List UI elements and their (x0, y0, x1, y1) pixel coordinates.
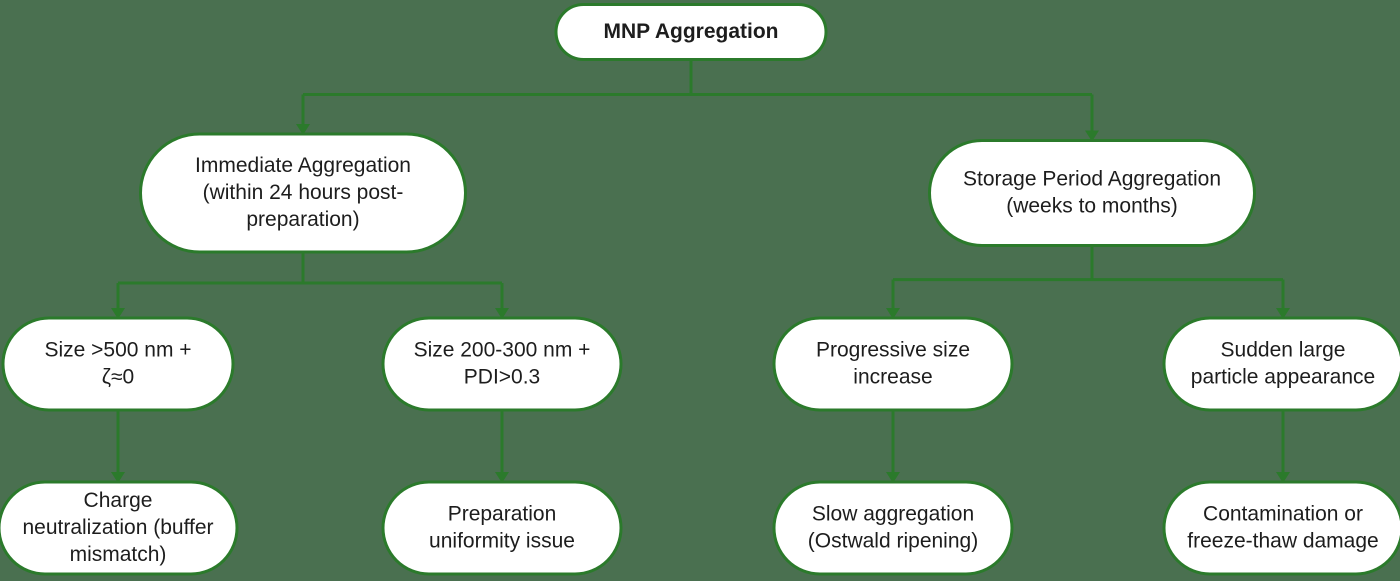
criterion-sudden-large-particle[interactable]: Sudden largeparticle appearance (1164, 318, 1400, 410)
edge-bus-root (303, 60, 1092, 95)
criterion-size-over-500nm[interactable]: Size >500 nm +ζ≈0 (3, 318, 233, 410)
edge-bus-branch_right (893, 246, 1283, 280)
edge-storage-to-sudden (1276, 280, 1290, 319)
cause-preparation-uniformity[interactable]: Preparationuniformity issue (383, 482, 621, 574)
edge-root-to-storage (1085, 95, 1099, 142)
edge-bus-branch_left (118, 252, 502, 283)
root-label: MNP Aggregation (603, 20, 778, 43)
edge-immediate-to-size500 (111, 283, 125, 319)
edge-progressive-to-slow (886, 410, 900, 483)
criterion-progressive-size-increase[interactable]: Progressive sizeincrease (774, 318, 1012, 410)
edge-size200-to-preparation (495, 410, 509, 483)
cause-charge-neutralization[interactable]: Chargeneutralization (buffermismatch) (0, 482, 237, 574)
edge-sudden-to-contamination (1276, 410, 1290, 483)
edge-immediate-to-size200 (495, 283, 509, 319)
edge-root-to-immediate (296, 95, 310, 135)
branch-immediate-aggregation[interactable]: Immediate Aggregation(within 24 hours po… (141, 134, 466, 252)
criterion-size-200-300nm[interactable]: Size 200-300 nm +PDI>0.3 (383, 318, 621, 410)
cause-slow-aggregation-ostwald[interactable]: Slow aggregation(Ostwald ripening) (774, 482, 1012, 574)
branch-storage-period-aggregation[interactable]: Storage Period Aggregation(weeks to mont… (930, 141, 1255, 246)
root[interactable]: MNP Aggregation (556, 5, 826, 60)
nodes-layer: MNP AggregationImmediate Aggregation(wit… (0, 5, 1400, 575)
edge-storage-to-progressive (886, 280, 900, 319)
edge-size500-to-charge (111, 410, 125, 483)
edges-layer (111, 60, 1290, 484)
cause-contamination-freeze-thaw[interactable]: Contamination orfreeze-thaw damage (1164, 482, 1400, 574)
